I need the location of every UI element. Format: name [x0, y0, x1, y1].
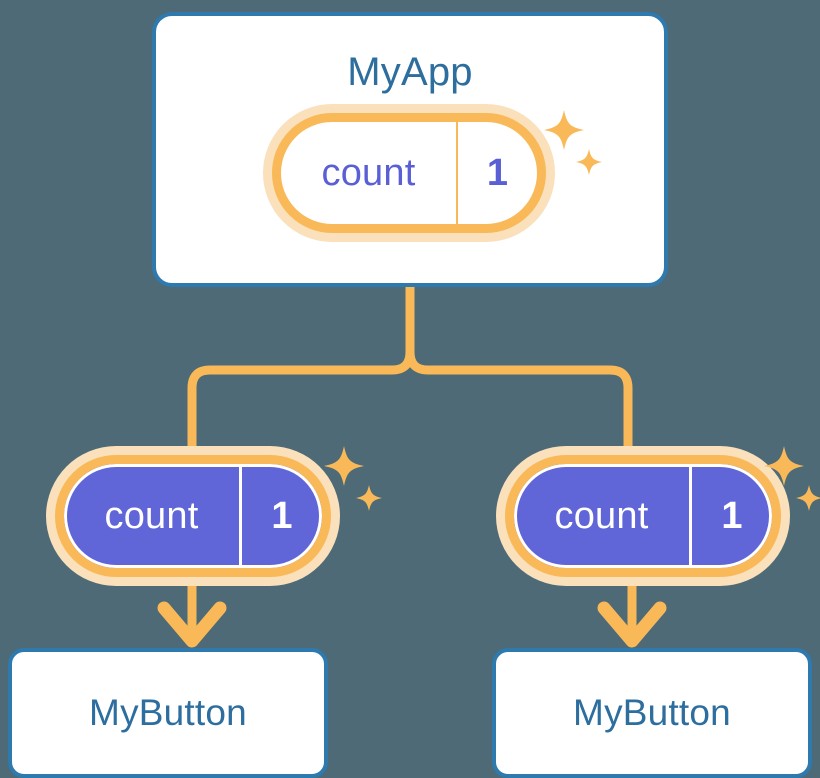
- pill-divider: [689, 464, 692, 568]
- state-key: count: [554, 494, 649, 537]
- component-card-mybutton-left[interactable]: MyButton: [8, 648, 328, 778]
- state-pill[interactable]: count 1: [272, 113, 546, 233]
- state-value: 1: [486, 151, 509, 194]
- arrow-down-icon-left: [157, 573, 227, 648]
- state-pill[interactable]: count 1: [55, 455, 331, 577]
- component-label: MyButton: [89, 691, 247, 733]
- state-key: count: [104, 494, 199, 537]
- state-pill-myapp[interactable]: count 1: [272, 113, 546, 233]
- page-title: MyApp: [347, 50, 473, 94]
- state-pill-child-0[interactable]: count 1: [55, 455, 331, 577]
- state-value: 1: [271, 494, 293, 537]
- state-pill-child-1[interactable]: count 1: [505, 455, 781, 577]
- connector-root-to-left: [187, 282, 415, 475]
- component-label: MyButton: [573, 691, 731, 733]
- state-value: 1: [721, 494, 743, 537]
- state-key: count: [321, 151, 416, 194]
- arrow-down-icon-right: [597, 573, 667, 648]
- connector-root-to-right: [405, 282, 633, 475]
- component-card-mybutton-right[interactable]: MyButton: [492, 648, 812, 778]
- pill-divider: [239, 464, 242, 568]
- pill-divider: [456, 122, 458, 224]
- state-pill[interactable]: count 1: [505, 455, 781, 577]
